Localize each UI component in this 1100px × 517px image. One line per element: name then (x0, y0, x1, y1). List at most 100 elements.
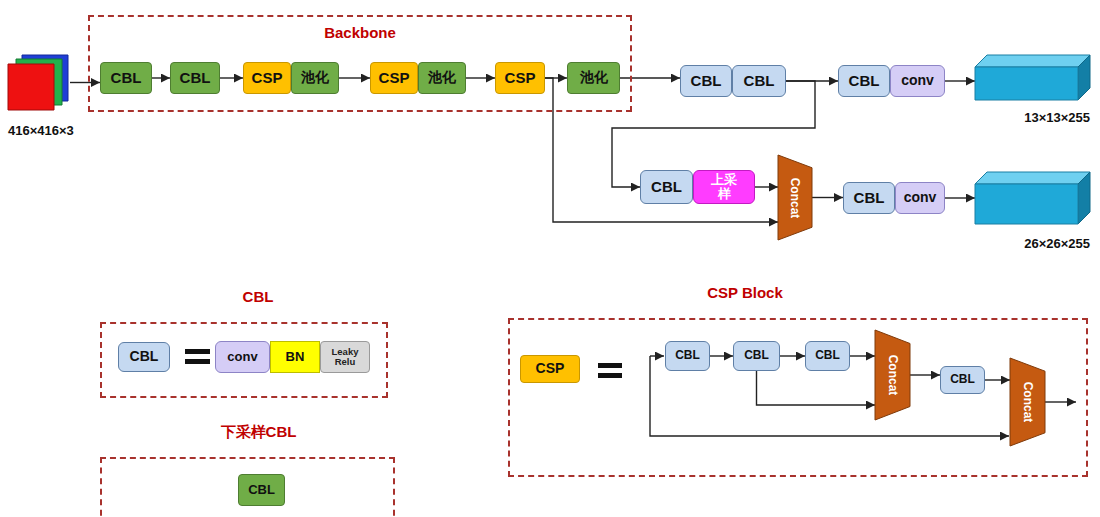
box-label: CBL (744, 349, 769, 362)
connector-arrow (780, 355, 805, 356)
connector-arrow (755, 186, 778, 187)
box-label: CBL (744, 73, 775, 90)
concat-label: Concat (1021, 382, 1035, 423)
conv-box: conv (890, 65, 945, 97)
tensor-size: 26×26×255 (1024, 236, 1090, 251)
cbl-box: CBL (843, 182, 895, 214)
output-tensor: 13×13×255 (975, 55, 1090, 100)
upsample-box: 上采样 (693, 170, 755, 204)
connector-arrow (152, 77, 170, 78)
group-frame: CBLCBLconvBNLeaky Relu (100, 322, 388, 398)
downsample-cbl-box: CBL (238, 474, 285, 506)
box-label: CBL (849, 73, 880, 90)
box-label: conv (901, 73, 934, 88)
conv-box: conv (895, 182, 945, 214)
box-label: CBL (180, 70, 211, 87)
group-heading: Backbone (90, 24, 630, 41)
concat-block: Concat (875, 330, 910, 420)
box-label: CSP (252, 70, 283, 87)
downsample-cbl-box: CBL (100, 62, 152, 94)
tensor-size: 13×13×255 (1024, 110, 1090, 125)
connector-arrow (812, 197, 843, 198)
csp-box: CSP (243, 62, 291, 94)
shape-face (875, 330, 910, 420)
cbl-box: CBL (733, 341, 780, 371)
cbl-box: CBL (732, 65, 786, 97)
box-label: CBL (691, 73, 722, 90)
box-label: CSP (536, 361, 565, 376)
conv-box: conv (215, 341, 270, 373)
box-label: CSP (379, 70, 410, 87)
group-frame: CSP BlockCSPCBLCBLCBLConcatCBLConcat (508, 318, 1088, 477)
shape-face (8, 64, 54, 110)
downsample-cbl-box: CBL (170, 62, 220, 94)
equals-sign (598, 363, 622, 368)
box-label: CSP (505, 70, 536, 87)
box-label: BN (286, 350, 305, 364)
cbl-box: CBL (680, 65, 732, 97)
shape-face (778, 155, 812, 240)
shape-outline (8, 55, 70, 110)
box-label: 池化 (428, 70, 456, 85)
connector-arrow (220, 77, 243, 78)
group-heading: 下采样CBL (113, 423, 404, 442)
shape-face (975, 172, 1090, 184)
connector-arrow (710, 355, 733, 356)
box-label: CBL (675, 349, 700, 362)
equals-sign (598, 373, 622, 378)
concat-block: Concat (1010, 358, 1045, 446)
wire-line (1045, 401, 1076, 402)
shape-face (975, 55, 1090, 67)
cbl-box: CBL (665, 341, 710, 371)
box-label: CBL (815, 349, 840, 362)
connector-arrow (70, 82, 100, 83)
connector-arrow (850, 355, 875, 356)
box-label: 池化 (301, 70, 329, 85)
equals-sign (185, 349, 210, 354)
box-label: CBL (854, 190, 885, 207)
group-heading: CBL (116, 288, 400, 305)
connector-group (70, 78, 1010, 405)
group-frame: 下采样CBLCBL (100, 457, 395, 517)
cbl-box: CBL (838, 65, 890, 97)
box-label: CBL (248, 483, 275, 497)
box-label: Leaky Relu (325, 347, 365, 368)
connector-arrow (910, 374, 940, 375)
connector-arrow (985, 379, 1010, 380)
box-label: 池化 (580, 70, 608, 85)
csp-box: CSP (370, 62, 418, 94)
connector-arrow (545, 78, 778, 222)
shape-outline (975, 172, 1090, 224)
connector-arrow (466, 77, 495, 78)
csp-box: CSP (520, 355, 580, 383)
box-label: 上采样 (709, 173, 739, 202)
concat-block: Concat (778, 155, 812, 240)
concat-label: Concat (886, 355, 900, 396)
input-size: 416×416×3 (8, 123, 74, 138)
shape-face (975, 184, 1078, 224)
downsample-cbl-box: 池化 (291, 62, 339, 94)
csp-box: CSP (495, 62, 545, 94)
cbl-box: CBL (118, 342, 170, 372)
equals-sign (185, 359, 210, 364)
shape-face (975, 67, 1078, 100)
connector-arrow (945, 80, 975, 81)
box-label: CBL (111, 70, 142, 87)
input-image: 416×416×3 (8, 55, 70, 110)
box-label: conv (904, 190, 937, 205)
connector-arrow (757, 371, 876, 405)
downsample-cbl-box: 池化 (418, 62, 466, 94)
shape-face (1078, 172, 1090, 224)
connector-arrow (339, 77, 370, 78)
shape-face (1078, 55, 1090, 100)
wire-line (650, 355, 664, 356)
concat-label: Concat (788, 177, 802, 218)
box-label: conv (227, 350, 257, 364)
connector-arrow (620, 77, 680, 78)
bn-box: BN (270, 341, 320, 373)
downsample-cbl-box: 池化 (567, 62, 620, 94)
activation-box: Leaky Relu (320, 341, 370, 373)
group-frame: BackboneCBL CBL CSP 池化 CSP 池化 CSP 池化 (88, 15, 632, 112)
shape-outline (975, 55, 1090, 100)
cbl-box: CBL (805, 341, 850, 371)
